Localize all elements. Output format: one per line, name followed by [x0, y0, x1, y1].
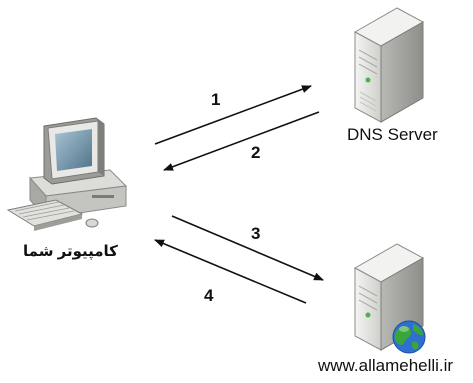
step-3-label: 3 [251, 224, 261, 243]
arrow-step-4 [154, 239, 307, 304]
web-server-label: www.allamehelli.ir [318, 356, 454, 375]
arrow-step-1 [154, 85, 312, 145]
server-tower-icon [353, 7, 425, 123]
step-4-label: 4 [204, 286, 214, 305]
step-2-label: 2 [251, 143, 261, 162]
computer-label: کامپیوتر شما [23, 243, 118, 260]
arrow-step-3 [171, 215, 324, 281]
dns-server-label: DNS Server [347, 125, 438, 144]
desktop-computer-icon [6, 117, 128, 231]
step-1-label: 1 [211, 90, 221, 109]
server-globe-icon [353, 243, 426, 354]
arrow-step-2 [163, 111, 320, 171]
